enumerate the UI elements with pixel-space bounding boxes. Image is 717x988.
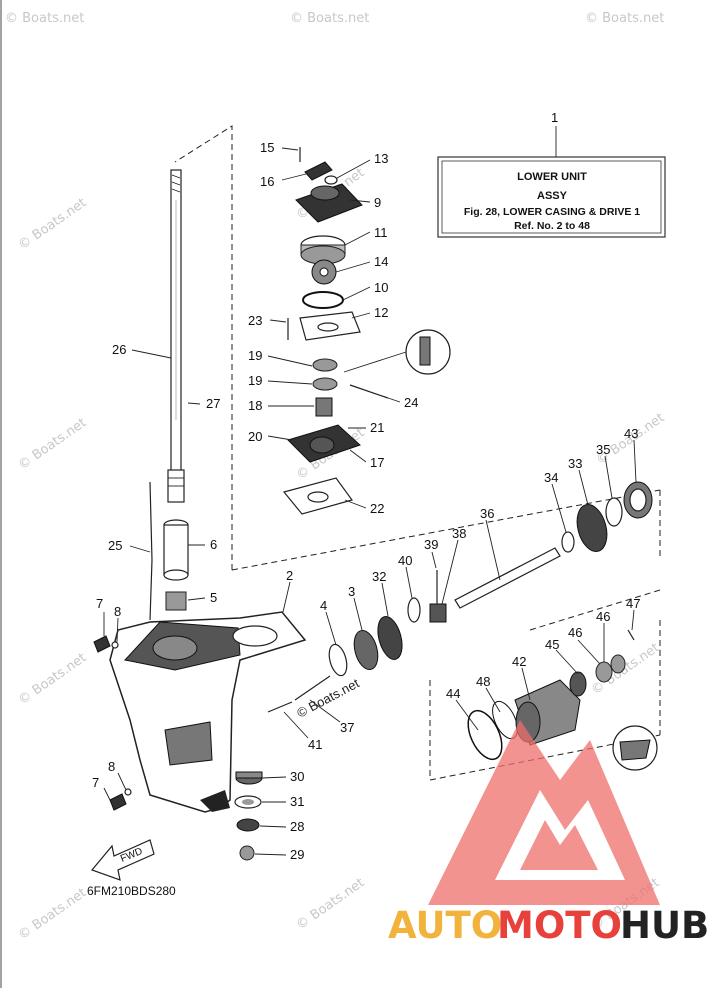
callout: 39 xyxy=(424,537,438,552)
callout: 47 xyxy=(626,596,640,611)
callout: 24 xyxy=(404,395,418,410)
callout: 14 xyxy=(374,254,388,269)
box-line-3: Fig. 28, LOWER CASING & DRIVE 1 xyxy=(464,206,640,218)
leader-lines xyxy=(103,147,637,856)
brand-wordmark: AUTO MOTO HUB xyxy=(388,904,709,947)
callout: 45 xyxy=(545,637,559,652)
callout: 36 xyxy=(480,506,494,521)
sleeve-bushing xyxy=(163,519,189,611)
callout: 37 xyxy=(340,720,354,735)
callout: 29 xyxy=(290,847,304,862)
callout: 42 xyxy=(512,654,526,669)
callout: 15 xyxy=(260,140,274,155)
box-line-1: LOWER UNIT xyxy=(517,171,587,183)
callout: 11 xyxy=(374,225,388,240)
drive-shaft xyxy=(167,169,185,503)
callout: 7 xyxy=(96,596,103,611)
callout: 23 xyxy=(248,313,262,328)
callout: 30 xyxy=(290,769,304,784)
brand-moto: MOTO xyxy=(497,904,622,947)
callout: 32 xyxy=(372,569,386,584)
shift-plunger xyxy=(267,675,331,713)
callout: 10 xyxy=(374,280,388,295)
info-box: 1 LOWER UNIT ASSY Fig. 28, LOWER CASING … xyxy=(437,110,666,238)
callout-labels: 15 13 16 9 11 14 10 12 23 19 19 18 24 20… xyxy=(92,140,640,862)
callout: 4 xyxy=(320,598,327,613)
callout: 18 xyxy=(248,398,262,413)
watermark: © Boats.net xyxy=(16,195,90,253)
callout: 19 xyxy=(248,373,262,388)
callout: 28 xyxy=(290,819,304,834)
watermark: © Boats.net xyxy=(16,415,90,473)
callout: 41 xyxy=(308,737,322,752)
box-line-2: ASSY xyxy=(537,190,568,202)
callout: 16 xyxy=(260,174,274,189)
watermark: © Boats.net xyxy=(16,650,90,708)
water-pump-assembly xyxy=(282,147,451,515)
callout: 20 xyxy=(248,429,262,444)
callout: 3 xyxy=(348,584,355,599)
callout: 25 xyxy=(108,538,122,553)
box-line-4: Ref. No. 2 to 48 xyxy=(514,220,590,232)
watermark: © Boats.net xyxy=(5,11,84,26)
brand-hub: HUB xyxy=(620,904,709,947)
lower-casing xyxy=(109,611,307,813)
drawing-code: 6FM210BDS280 xyxy=(87,884,176,898)
ref-number: 1 xyxy=(551,110,558,125)
fwd-arrow: FWD xyxy=(90,839,155,881)
callout: 34 xyxy=(544,470,558,485)
callout: 21 xyxy=(370,420,384,435)
callout: 2 xyxy=(286,568,293,583)
callout: 31 xyxy=(290,794,304,809)
callout: 27 xyxy=(206,396,220,411)
callout: 44 xyxy=(446,686,460,701)
callout: 19 xyxy=(248,348,262,363)
watermark: © Boats.net xyxy=(585,11,664,26)
callout: 9 xyxy=(374,195,381,210)
callout: 46 xyxy=(596,609,610,624)
callout: 13 xyxy=(374,151,388,166)
watermark: © Boats.net xyxy=(290,11,369,26)
shift-rod xyxy=(149,481,153,621)
callout: 40 xyxy=(398,553,412,568)
callout: 17 xyxy=(370,455,384,470)
callout: 43 xyxy=(624,426,638,441)
brand-logo xyxy=(428,720,660,905)
propeller-shaft-assembly xyxy=(328,481,653,677)
callout: 5 xyxy=(210,590,217,605)
brand-auto: AUTO xyxy=(388,904,502,947)
callout: 8 xyxy=(108,759,115,774)
callout: 48 xyxy=(476,674,490,689)
assembly-lines xyxy=(174,125,661,781)
screws xyxy=(93,635,132,811)
watermark: © Boats.net xyxy=(294,875,368,933)
callout: 33 xyxy=(568,456,582,471)
callout: 46 xyxy=(568,625,582,640)
callout: 26 xyxy=(112,342,126,357)
callout: 6 xyxy=(210,537,217,552)
watermark: © Boats.net xyxy=(16,885,90,943)
callout: 12 xyxy=(374,305,388,320)
pinion-stack xyxy=(234,771,263,861)
callout: 7 xyxy=(92,775,99,790)
callout: 22 xyxy=(370,501,384,516)
callout: 35 xyxy=(596,442,610,457)
callout: 8 xyxy=(114,604,121,619)
callout: 38 xyxy=(452,526,466,541)
